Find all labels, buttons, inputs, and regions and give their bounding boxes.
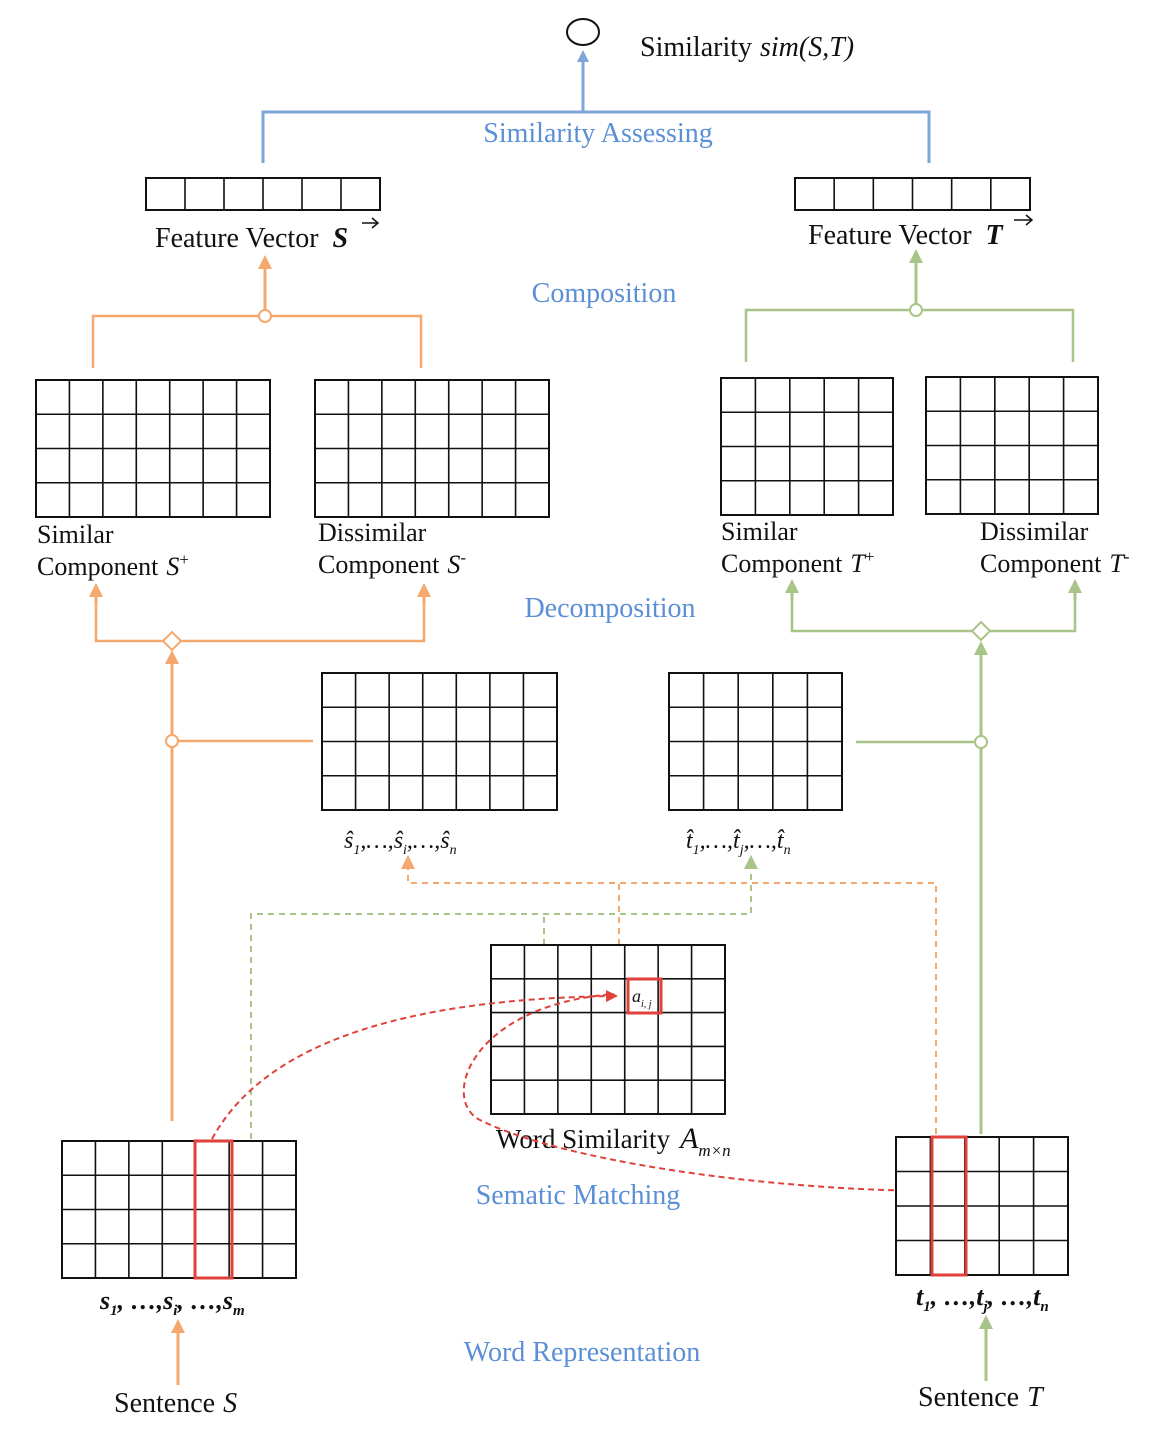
similar-component-s-line1: Similar: [37, 520, 114, 549]
composition-join-s: [258, 309, 272, 323]
dissimilar-component-s-line1: Dissimilar: [318, 518, 427, 547]
words-s-label: s1, …,si, …,sm: [99, 1286, 245, 1319]
decomposition-bracket-s: [94, 592, 426, 643]
dashed-link-t-hat: [250, 855, 758, 1139]
highlight-column-t: [930, 1135, 968, 1277]
hat-s-label: ŝ1,…,ŝi,…,ŝn: [344, 828, 457, 858]
dissimilar-component-s-grid: [314, 379, 550, 518]
highlighted-cell: [626, 977, 663, 1015]
red-curve-from-s: [211, 990, 618, 1140]
hat-t-grid: [668, 672, 843, 811]
hat-t-join: [974, 735, 988, 749]
similar-component-s-grid: [35, 379, 271, 518]
hat-s-grid: [321, 672, 558, 811]
stage-decomposition: Decomposition: [524, 593, 695, 624]
dissimilar-component-t-line1: Dissimilar: [980, 517, 1089, 546]
vector-arrow-s: [362, 217, 380, 229]
feature-vector-t-grid: [794, 177, 1031, 211]
assessing-bracket: [261, 110, 931, 163]
word-vectors-t-grid: [895, 1136, 1069, 1276]
composition-join-t: [909, 303, 923, 317]
word-similarity-matrix-grid: [490, 944, 726, 1115]
dashed-link-s-hat: [401, 855, 937, 1134]
output-node: [566, 18, 600, 46]
composition-bracket-t: [744, 308, 1075, 362]
stage-semantic-matching: Sematic Matching: [476, 1180, 681, 1211]
decomposition-diamond-s: [161, 630, 183, 652]
stage-similarity-assessing: Similarity Assessing: [483, 118, 712, 149]
cell-label: ai, j: [632, 986, 652, 1010]
similar-component-t-line1: Similar: [721, 517, 798, 546]
decomposition-bracket-t: [790, 588, 1077, 633]
dissimilar-component-t-grid: [925, 376, 1099, 515]
stage-word-representation: Word Representation: [464, 1337, 700, 1368]
decomposition-diamond-t: [970, 620, 992, 642]
highlight-column-s: [193, 1139, 234, 1280]
similar-component-t-grid: [720, 377, 894, 516]
vector-arrow-t: [1014, 214, 1034, 226]
words-t-label: t1, …,tj, …,tn: [916, 1282, 1049, 1315]
grid-frame: [490, 944, 726, 1115]
word-vectors-s-grid: [61, 1140, 297, 1279]
hat-t-label: t̂1,…,t̂j,…,t̂n: [686, 828, 791, 858]
red-curve-from-t: [462, 993, 935, 1192]
feature-vector-s-grid: [145, 177, 381, 211]
stage-composition: Composition: [532, 278, 677, 309]
hat-s-join: [165, 734, 179, 748]
composition-bracket-s: [91, 314, 423, 368]
